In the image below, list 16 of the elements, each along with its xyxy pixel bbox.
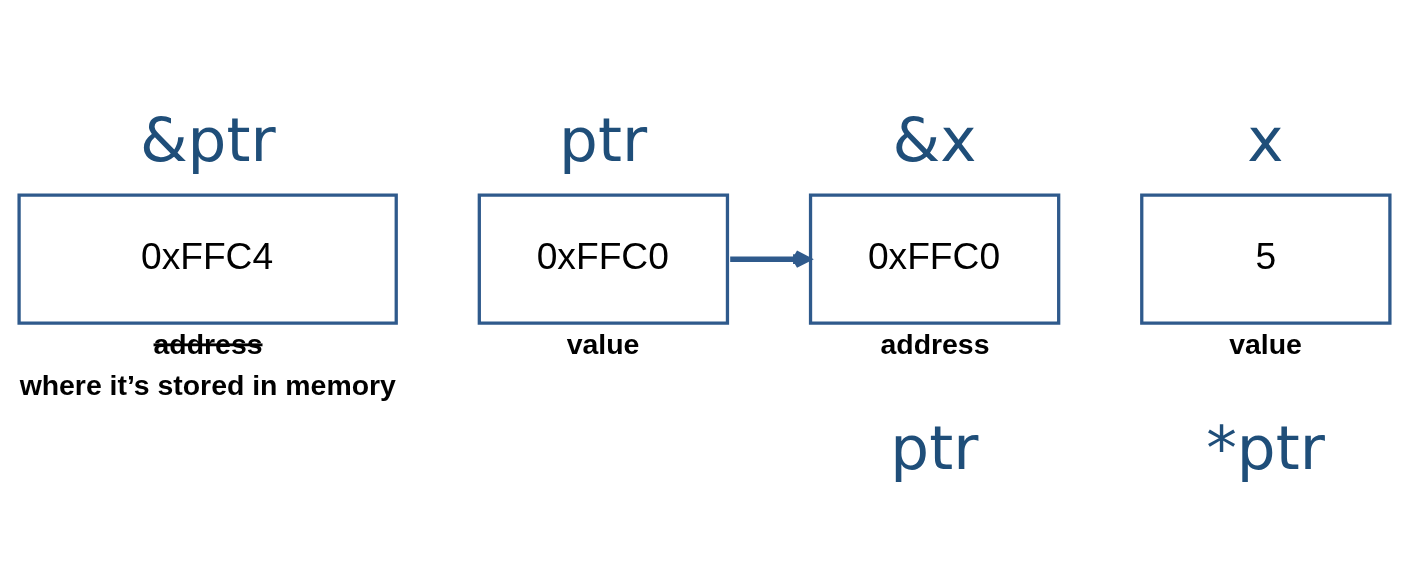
- node-label: value: [566, 327, 640, 359]
- node-label: &x: [892, 103, 977, 175]
- node-box: 0xFFC0: [808, 193, 1061, 325]
- node-label: address: [880, 327, 990, 359]
- node-label: ptr: [559, 103, 648, 175]
- node-label: x: [1247, 103, 1284, 175]
- node-label: value: [1229, 327, 1302, 359]
- node-label: where it’s stored in memory: [19, 368, 396, 401]
- label: *ptr: [1206, 411, 1325, 483]
- node-label: &ptr: [139, 103, 276, 175]
- node-box: 0xFFC0: [477, 193, 730, 325]
- arrow: [730, 249, 811, 268]
- node-label: address: [153, 327, 263, 359]
- node-box-text: 0xFFC4: [17, 193, 398, 325]
- node-box: 5: [1140, 193, 1392, 325]
- label: ptr: [890, 411, 979, 483]
